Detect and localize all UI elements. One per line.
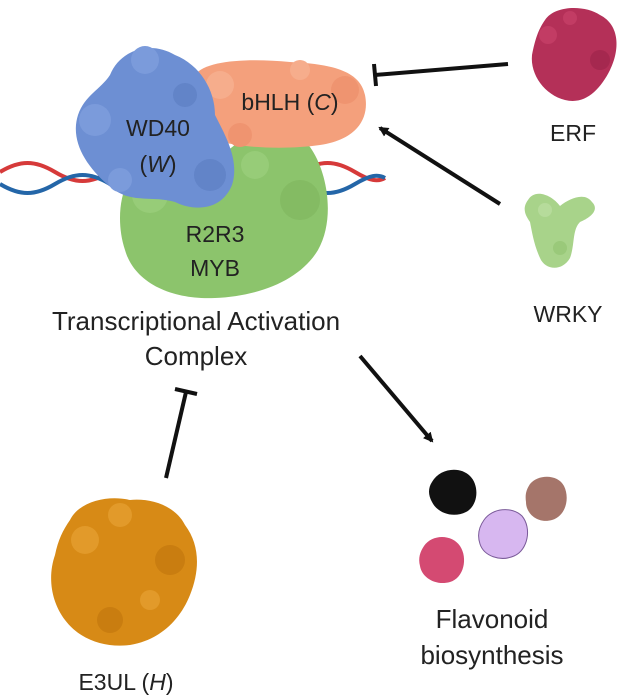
wrky-protein-icon xyxy=(524,193,595,268)
e3ul-label: E3UL (H) xyxy=(78,669,173,695)
flavonoid-dot-pink xyxy=(419,537,465,584)
wrky-label: WRKY xyxy=(534,301,603,327)
erf-protein-icon xyxy=(531,8,617,101)
flavonoid-label-line2: biosynthesis xyxy=(420,640,563,670)
bhlh-protein xyxy=(191,60,366,148)
myb-label-line1: R2R3 xyxy=(186,221,245,247)
flavonoid-dot-brown xyxy=(525,476,567,521)
flavonoid-dot-lavender xyxy=(478,509,529,559)
myb-label-line2: MYB xyxy=(190,255,240,281)
wd40-gene-label: (W) xyxy=(139,151,176,177)
wd40-label: WD40 xyxy=(126,115,190,141)
flavonoid-dot-black xyxy=(429,469,477,515)
erf-label: ERF xyxy=(550,120,596,146)
flavonoid-activation-arrow xyxy=(358,354,434,443)
wrky-activation-arrow xyxy=(378,126,502,206)
complex-caption-line2: Complex xyxy=(145,341,248,371)
erf-inhibition-arrow xyxy=(372,62,509,87)
wd40-protein xyxy=(75,46,235,208)
complex-caption-line1: Transcriptional Activation xyxy=(52,306,340,336)
molecule-dots-icon xyxy=(419,469,567,584)
flavonoid-label-line1: Flavonoid xyxy=(436,604,549,634)
bhlh-label: bHLH (C) xyxy=(241,89,338,115)
e3ul-protein-icon xyxy=(51,498,197,646)
e3ul-inhibition-arrow xyxy=(164,387,198,479)
